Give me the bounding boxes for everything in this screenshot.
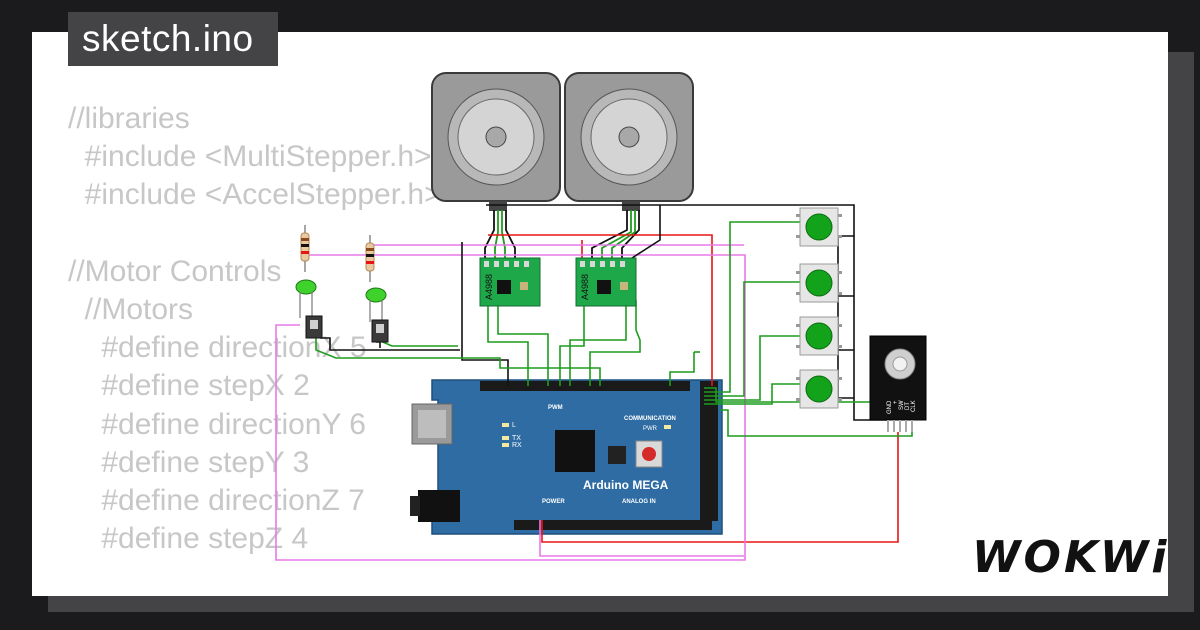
motor-leads <box>484 210 640 265</box>
arduino-mega-board[interactable]: L TX RX PWR PWM COMMUNICATION POWER ANAL… <box>410 379 723 535</box>
pushbutton-1[interactable] <box>796 207 842 247</box>
code-line: #define directionZ 7 <box>68 483 365 517</box>
stepper-motor-y[interactable] <box>564 72 694 211</box>
led-green-1[interactable] <box>295 279 317 318</box>
driver-x-label: A4988 <box>484 274 494 300</box>
code-line: //Motor Controls <box>68 254 282 288</box>
stepper-motor-x[interactable] <box>431 72 561 211</box>
code-line: //libraries <box>68 102 190 135</box>
code-line: #define stepY 3 <box>68 445 310 479</box>
rotary-encoder[interactable]: GND + SW DT CLK <box>869 335 927 432</box>
encoder-pin-dt: DT <box>905 402 911 410</box>
mcu-chip <box>555 430 595 472</box>
power-label: POWER <box>542 499 565 505</box>
code-line: #define stepZ 4 <box>68 522 309 556</box>
slide-switch-1[interactable] <box>305 315 323 339</box>
pwm-label: PWM <box>548 405 563 411</box>
code-line: #define directionY 6 <box>68 407 366 441</box>
pushbutton-2[interactable] <box>796 263 842 303</box>
pushbutton-4[interactable] <box>796 369 842 409</box>
code-line: #include <MultiStepper.h> <box>68 140 432 174</box>
driver-y-label: A4988 <box>580 274 590 300</box>
board-name: Arduino MEGA <box>583 478 669 492</box>
reset-button[interactable] <box>642 447 656 461</box>
a4988-driver-x[interactable]: A4988 <box>479 257 541 307</box>
digital-header <box>480 381 690 391</box>
code-preview: //libraries #include <MultiStepper.h> #i… <box>68 100 442 558</box>
led-l-label: L <box>512 422 516 429</box>
analog-in-label: ANALOG IN <box>622 499 656 505</box>
encoder-pin-gnd: GND <box>887 400 893 414</box>
a4988-driver-y[interactable]: A4988 <box>575 257 637 307</box>
code-line: #define stepX 2 <box>68 369 310 403</box>
preview-card: //libraries #include <MultiStepper.h> #i… <box>32 32 1168 596</box>
led-rx-label: RX <box>512 442 522 449</box>
pwr-label: PWR <box>643 426 658 432</box>
side-header <box>700 381 718 521</box>
led-tx-label: TX <box>512 435 521 442</box>
analog-header <box>514 520 712 530</box>
file-name-tab: sketch.ino <box>68 12 278 66</box>
wokwi-logo: WOKWi <box>972 532 1170 583</box>
led-green-2[interactable] <box>365 287 387 322</box>
communication-label: COMMUNICATION <box>624 416 676 422</box>
encoder-pin-sw: SW <box>899 400 905 410</box>
slide-switch-2[interactable] <box>371 319 389 343</box>
pushbutton-3[interactable] <box>796 316 842 356</box>
code-line: #include <AccelStepper.h> <box>68 178 442 212</box>
circuit-diagram: L TX RX PWR PWM COMMUNICATION POWER ANAL… <box>275 72 927 561</box>
encoder-pin-clk: CLK <box>911 400 917 412</box>
encoder-pin-vcc: + <box>893 400 899 404</box>
resistor-1 <box>300 225 310 272</box>
resistor-2 <box>365 235 375 282</box>
code-line: //Motors <box>68 292 194 326</box>
